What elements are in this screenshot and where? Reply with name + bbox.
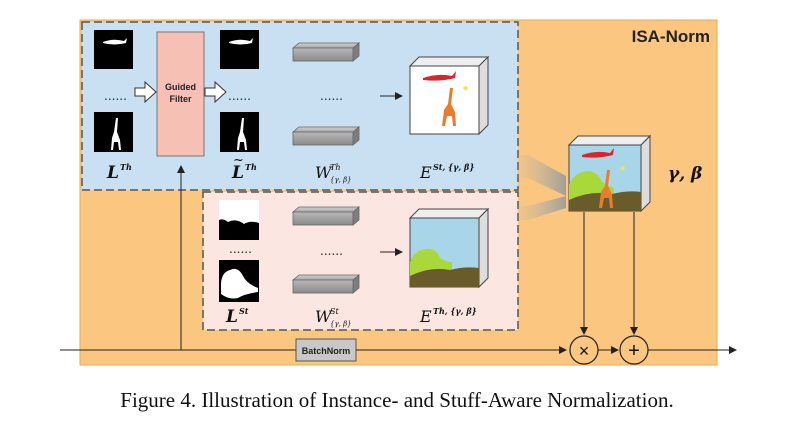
guided-filter-box (156, 31, 205, 157)
flower-icon (463, 86, 468, 91)
label-w-th: W Th {γ, β} (315, 163, 352, 184)
guided-filter-label-1: Guided (165, 82, 196, 92)
output-giraffe-icon (599, 170, 613, 208)
plane-icon (423, 71, 456, 81)
svg-text:St: St (239, 306, 249, 316)
thing-mask-giraffe (94, 112, 133, 152)
add-symbol: + (628, 340, 640, 362)
label-l-th: L Th (106, 162, 132, 183)
module-title: ISA-Norm (632, 27, 710, 46)
svg-text:{γ, β}: {γ, β} (330, 176, 352, 184)
thing-weight-bar-1 (291, 42, 361, 62)
filtered-mask-plane (220, 30, 259, 69)
svg-text:L: L (106, 163, 119, 183)
label-w-st: W St {γ, β} (315, 307, 352, 328)
svg-text:~: ~ (233, 153, 244, 168)
giraffe-icon (442, 88, 456, 126)
svg-text:E: E (419, 163, 432, 182)
svg-text:Th, {γ, β}: Th, {γ, β} (433, 306, 477, 316)
label-e-th: E Th, {γ, β} (419, 306, 477, 326)
svg-text:L: L (231, 163, 244, 183)
merge-beam-stuff (512, 196, 566, 220)
thing-mask-plane (94, 30, 133, 69)
svg-text:L: L (225, 307, 238, 327)
output-plane-icon (582, 148, 614, 158)
stuff-mask-ellipsis: ...... (229, 242, 252, 256)
label-l-tilde-th: ~ L Th (231, 153, 257, 183)
batchnorm-label: BatchNorm (302, 346, 351, 356)
filtered-arrow (204, 80, 227, 104)
label-e-st: E St, {γ, β} (419, 162, 475, 182)
multiply-symbol: × (579, 341, 590, 361)
svg-text:Th: Th (330, 163, 341, 172)
svg-text:Th: Th (245, 162, 257, 172)
stuff-embedding-cube (408, 207, 490, 289)
filtered-mask-giraffe (220, 112, 259, 152)
svg-text:St, {γ, β}: St, {γ, β} (433, 162, 475, 172)
thing-weight-bar-2 (291, 126, 361, 146)
svg-text:Th: Th (120, 162, 132, 172)
svg-text:{γ, β}: {γ, β} (330, 320, 352, 328)
thing-mask-ellipsis: ...... (104, 89, 127, 103)
thing-weight-ellipsis: ...... (320, 89, 343, 103)
svg-text:St: St (330, 307, 339, 316)
output-cube (567, 134, 652, 213)
svg-text:W: W (315, 307, 333, 326)
figure-caption: Figure 4. Illustration of Instance- and … (120, 388, 674, 412)
output-label: γ, β (668, 164, 702, 184)
input-arrow (134, 80, 157, 104)
stuff-weight-bar-2 (291, 274, 361, 294)
output-flower-icon (620, 166, 625, 171)
stuff-weight-bar-1 (291, 206, 361, 226)
stuff-mask-tree (219, 260, 259, 302)
svg-text:E: E (419, 307, 432, 326)
thing-embedding-cube (408, 55, 490, 136)
stuff-weight-ellipsis: ...... (320, 244, 343, 258)
svg-text:W: W (315, 163, 333, 182)
guided-filter-label-2: Filter (169, 94, 192, 104)
stuff-mask-sky (219, 200, 259, 240)
merge-beam-thing (512, 155, 566, 196)
label-l-st: L St (225, 306, 249, 327)
filtered-mask-ellipsis: ...... (228, 89, 251, 103)
